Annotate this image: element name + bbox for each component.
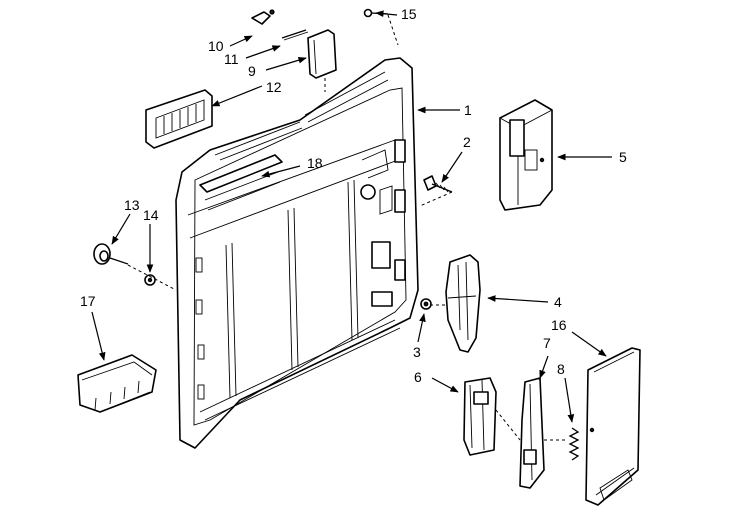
callout-2: 2 xyxy=(463,134,471,150)
assembly-dash-lines xyxy=(127,14,568,441)
part-8-spring xyxy=(568,427,580,461)
callout-7: 7 xyxy=(543,335,551,351)
part-9-cover xyxy=(307,29,337,79)
callout-labels: 1 2 3 4 5 6 7 8 9 10 11 12 13 14 15 16 1… xyxy=(80,6,627,385)
callout-15: 15 xyxy=(401,6,417,22)
callout-17: 17 xyxy=(80,293,96,309)
part-2-screw xyxy=(423,175,453,193)
callout-8: 8 xyxy=(557,361,565,377)
part-3-nut xyxy=(420,298,432,310)
callout-3: 3 xyxy=(413,344,421,360)
callout-4: 4 xyxy=(554,294,562,310)
part-7-slide xyxy=(519,377,545,489)
part-13-knob xyxy=(93,243,129,265)
part-14-nut xyxy=(144,274,156,286)
part-11-pin xyxy=(281,29,309,41)
callout-13: 13 xyxy=(124,197,140,213)
callout-12: 12 xyxy=(266,79,282,95)
part-17-handle xyxy=(77,354,157,413)
part-5-bracket xyxy=(499,99,553,211)
callout-11: 11 xyxy=(224,51,239,67)
leader-lines xyxy=(91,10,612,423)
callout-9: 9 xyxy=(248,63,256,79)
inner-door-panel xyxy=(175,57,419,449)
part-16-trim xyxy=(585,347,641,506)
part-4-latch xyxy=(445,254,481,353)
callout-18: 18 xyxy=(307,155,323,171)
part-10-clip xyxy=(251,9,275,25)
callout-1: 1 xyxy=(464,102,472,118)
part-6-catch xyxy=(463,377,497,456)
callout-16: 16 xyxy=(551,317,567,333)
callout-6: 6 xyxy=(414,369,422,385)
callout-5: 5 xyxy=(619,149,627,165)
callout-14: 14 xyxy=(143,207,159,223)
part-12-vent xyxy=(145,89,213,149)
callout-10: 10 xyxy=(208,38,224,54)
